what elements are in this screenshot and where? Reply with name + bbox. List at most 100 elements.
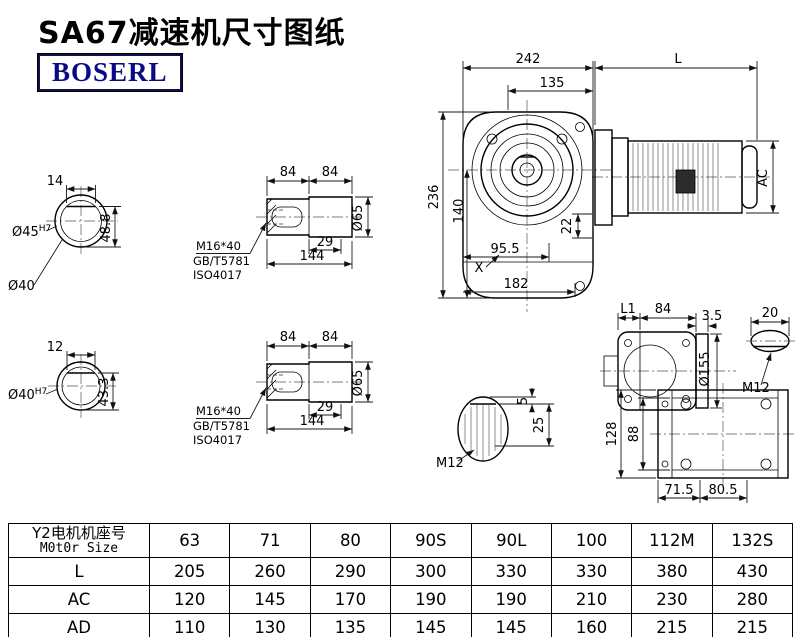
table-cell: 190: [390, 585, 472, 614]
dia-label-40h7: Ø40H7: [8, 387, 47, 403]
key-section-view: 5 25 M12: [436, 388, 554, 471]
thread-callout-m12: M12: [436, 456, 464, 471]
dia-tolerance: H7: [39, 224, 52, 234]
dim-dia-65: Ø65: [351, 370, 366, 397]
table-cell: 280: [711, 585, 794, 614]
motor-size-label-en: M0t0r Size: [39, 541, 119, 556]
dim-shaft-height-2: 43.3: [97, 378, 112, 407]
dim-key-len: 29: [317, 235, 334, 250]
dia-tolerance: H7: [35, 387, 48, 397]
shaft-end-view-1: 14 48.8 Ø45H7 Ø40: [8, 174, 121, 294]
dim-key-width-2: 12: [47, 340, 64, 355]
dim-20: 20: [762, 306, 779, 321]
page-title: SA67减速机尺寸图纸: [38, 16, 346, 51]
technical-drawing: 14 48.8 Ø45H7 Ø40 12 43.3 Ø40H7: [8, 52, 797, 503]
table-row-AD: AD 110 130 135 145 145 160 215 215: [8, 613, 794, 637]
table-cell: 145: [229, 585, 311, 614]
boserl-logo: BOSERL: [38, 54, 182, 91]
dim-95-5: 95.5: [491, 242, 520, 257]
table-cell: 215: [631, 613, 713, 637]
dim-88: 88: [627, 426, 642, 443]
header-size-132s: 132S: [711, 523, 794, 558]
table-cell: 380: [631, 557, 713, 586]
table-cell: 300: [390, 557, 472, 586]
table-cell: 205: [148, 557, 231, 586]
table-cell: 145: [470, 613, 552, 637]
table-cell: 330: [470, 557, 552, 586]
table-row-L: L 205 260 290 300 330 330 380 430: [8, 557, 794, 586]
thread-callout-m12: M12: [742, 381, 770, 396]
table-cell: 190: [470, 585, 552, 614]
dia-value: Ø40: [8, 388, 35, 403]
motor-size-label-cn: Y2电机机座号: [32, 524, 126, 542]
top-view: 128 88 71.5 80.5: [605, 383, 797, 503]
dim-dia-155: Ø155: [698, 351, 713, 386]
dia-value: Ø45: [12, 225, 39, 240]
dim-140: 140: [452, 199, 467, 224]
dim-key-width-1: 14: [47, 174, 64, 189]
dim-AC: AC: [756, 169, 771, 187]
standard-gb: GB/T5781: [193, 254, 250, 268]
dim-len1: 84: [280, 330, 297, 345]
table-cell: 260: [229, 557, 311, 586]
logo-text: BOSERL: [52, 57, 168, 87]
header-size-90l: 90L: [470, 523, 552, 558]
table-cell: 120: [148, 585, 231, 614]
dim-84: 84: [655, 302, 672, 317]
table-cell: 290: [309, 557, 392, 586]
dim-80-5: 80.5: [709, 483, 738, 498]
dim-242: 242: [516, 52, 541, 67]
dim-L1: L1: [620, 302, 636, 317]
row-label-AC: AC: [8, 585, 150, 614]
header-size-100: 100: [550, 523, 633, 558]
table-cell: 215: [711, 613, 794, 637]
table-cell: 430: [711, 557, 794, 586]
shaft-side-view-1: 84 84 29 144 Ø65 M16*40 GB/T5781 ISO4017: [193, 165, 373, 282]
standard-iso: ISO4017: [193, 268, 242, 282]
front-view: 242 L 135 236 140 22 95.: [427, 52, 779, 312]
header-motor-size: Y2电机机座号 M0t0r Size: [8, 523, 150, 558]
table-cell: 135: [309, 613, 392, 637]
header-size-63: 63: [148, 523, 231, 558]
dim-71-5: 71.5: [665, 483, 694, 498]
dim-len2: 84: [322, 330, 339, 345]
dim-dia-65: Ø65: [351, 205, 366, 232]
dim-22: 22: [560, 218, 575, 235]
shaft-side-view-2: 84 84 29 144 Ø65 M16*40 GB/T5781 ISO4017: [193, 330, 373, 447]
dia-label-45: Ø45H7: [12, 224, 51, 240]
row-label-L: L: [8, 557, 150, 586]
dim-135: 135: [540, 76, 565, 91]
dim-total-len: 144: [300, 414, 325, 429]
table-cell: 170: [309, 585, 392, 614]
table-row-AC: AC 120 145 170 190 190 210 230 280: [8, 585, 794, 614]
standard-iso: ISO4017: [193, 433, 242, 447]
thread-callout: M16*40: [196, 404, 241, 418]
table-cell: 145: [390, 613, 472, 637]
table-cell: 130: [229, 613, 311, 637]
dim-len1: 84: [280, 165, 297, 180]
x-marker: X: [475, 261, 484, 276]
dim-182: 182: [504, 277, 529, 292]
side-view: L1 84 3.5 Ø155 20 M12: [600, 302, 795, 411]
dim-key-len: 29: [317, 400, 334, 415]
standard-gb: GB/T5781: [193, 419, 250, 433]
dia-label-40: Ø40: [8, 279, 35, 294]
dim-5: 5: [516, 397, 531, 405]
dim-3-5: 3.5: [702, 309, 723, 324]
table-header-row: Y2电机机座号 M0t0r Size 63 71 80 90S 90L 100 …: [8, 523, 794, 558]
row-label-AD: AD: [8, 613, 150, 637]
table-cell: 160: [550, 613, 633, 637]
dim-25: 25: [532, 417, 547, 434]
table-cell: 110: [148, 613, 231, 637]
table-cell: 330: [550, 557, 633, 586]
thread-callout: M16*40: [196, 239, 241, 253]
dim-total-len: 144: [300, 249, 325, 264]
dim-236: 236: [427, 185, 442, 210]
header-size-112m: 112M: [631, 523, 713, 558]
dim-len2: 84: [322, 165, 339, 180]
dim-shaft-height-1: 48.8: [99, 214, 114, 243]
shaft-end-view-2: 12 43.3 Ø40H7: [8, 340, 119, 418]
header-size-90s: 90S: [390, 523, 472, 558]
header-size-80: 80: [309, 523, 392, 558]
